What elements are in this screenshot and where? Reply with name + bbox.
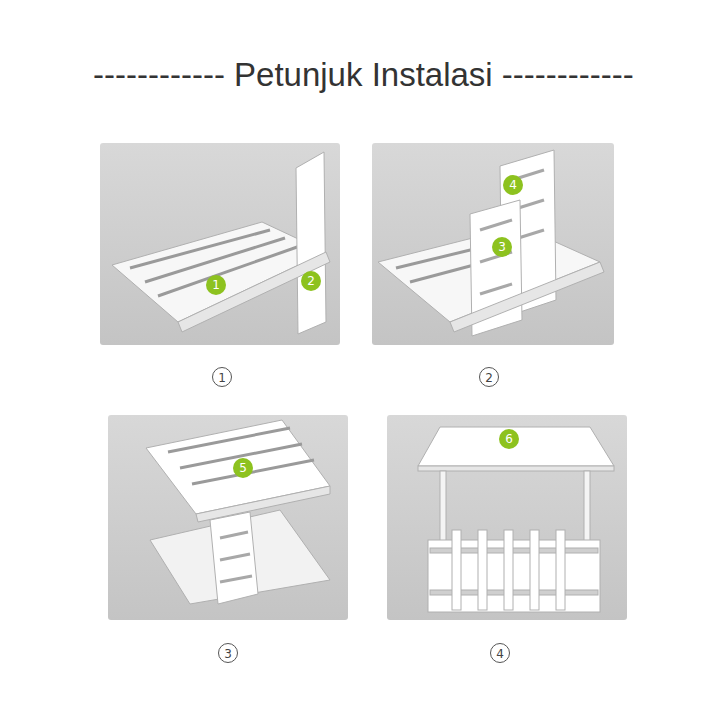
step-number: 1	[212, 367, 232, 387]
callout-number: 6	[499, 429, 519, 449]
step-number: 3	[218, 643, 238, 663]
callout-number: 5	[233, 458, 253, 478]
step2-figure	[378, 150, 604, 336]
callout-number: 3	[492, 237, 512, 257]
step-number: 2	[479, 367, 499, 387]
step1-figure	[112, 152, 330, 334]
step-number: 4	[490, 643, 510, 663]
photo-panel	[100, 143, 340, 345]
photo-panel	[372, 143, 614, 345]
photo-panel	[108, 415, 348, 620]
callout-number: 4	[503, 175, 523, 195]
callout-number: 1	[206, 275, 226, 295]
step4-figure	[418, 427, 614, 612]
step3-figure	[146, 420, 330, 604]
callout-number: 2	[301, 271, 321, 291]
photo-panel	[387, 415, 627, 620]
page-title: ------------ Petunjuk Instalasi --------…	[93, 56, 634, 94]
